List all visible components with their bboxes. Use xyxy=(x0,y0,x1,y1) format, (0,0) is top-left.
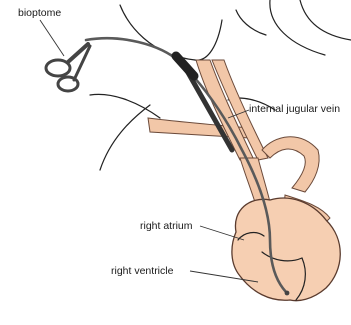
label-right-ventricle: right ventricle xyxy=(111,265,174,277)
label-right-atrium: right atrium xyxy=(140,220,193,232)
bioptome-tip xyxy=(285,291,290,296)
aortic-arch xyxy=(262,137,319,192)
label-internal-jugular-vein: internal jugular vein xyxy=(249,103,340,115)
label-bioptome: bioptome xyxy=(18,7,61,19)
leader-bioptome xyxy=(40,20,64,56)
